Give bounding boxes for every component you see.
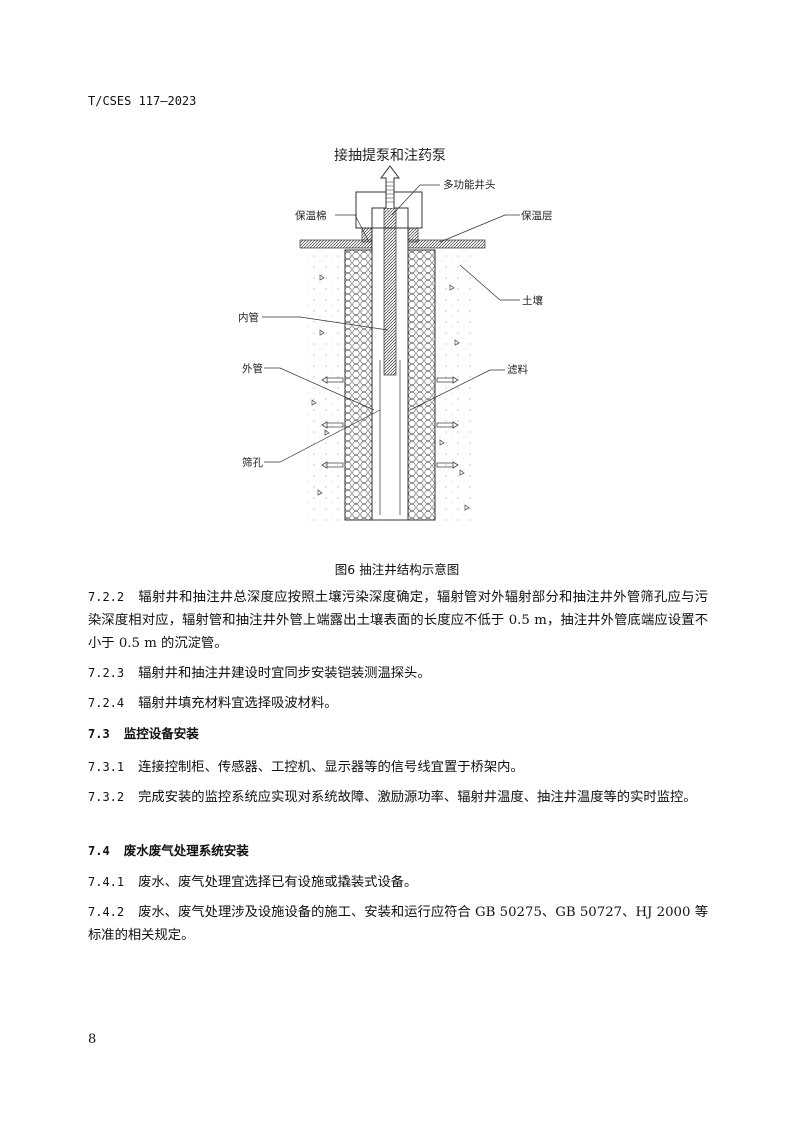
well-structure-diagram: 接抽提泵和注药泵 多功能井头 保温棉 保温层 土壤 内管 外管 滤料 筛孔 xyxy=(238,147,553,525)
label-outer-pipe: 外管 xyxy=(242,362,263,375)
label-screen-holes: 筛孔 xyxy=(242,456,263,469)
label-insulation-layer: 保温层 xyxy=(521,209,553,222)
label-filter: 滤料 xyxy=(507,363,528,376)
radiation-arrows xyxy=(321,376,459,469)
ground-insulation-left xyxy=(299,239,373,249)
figure-caption: 图6 抽注井结构示意图 xyxy=(334,562,460,577)
top-label: 接抽提泵和注药泵 xyxy=(334,147,446,164)
up-arrow-icon xyxy=(380,165,400,208)
page-number: 8 xyxy=(88,1032,97,1047)
label-insulation-cotton: 保温棉 xyxy=(295,209,327,222)
label-well-head: 多功能井头 xyxy=(443,178,496,191)
soil-triangles xyxy=(311,274,470,511)
label-inner-pipe: 内管 xyxy=(238,311,259,324)
inner-pipe xyxy=(383,207,397,376)
label-soil: 土壤 xyxy=(522,294,543,307)
ground-insulation-right xyxy=(407,239,486,249)
document-id: T/CSES 117—2023 xyxy=(88,94,197,108)
